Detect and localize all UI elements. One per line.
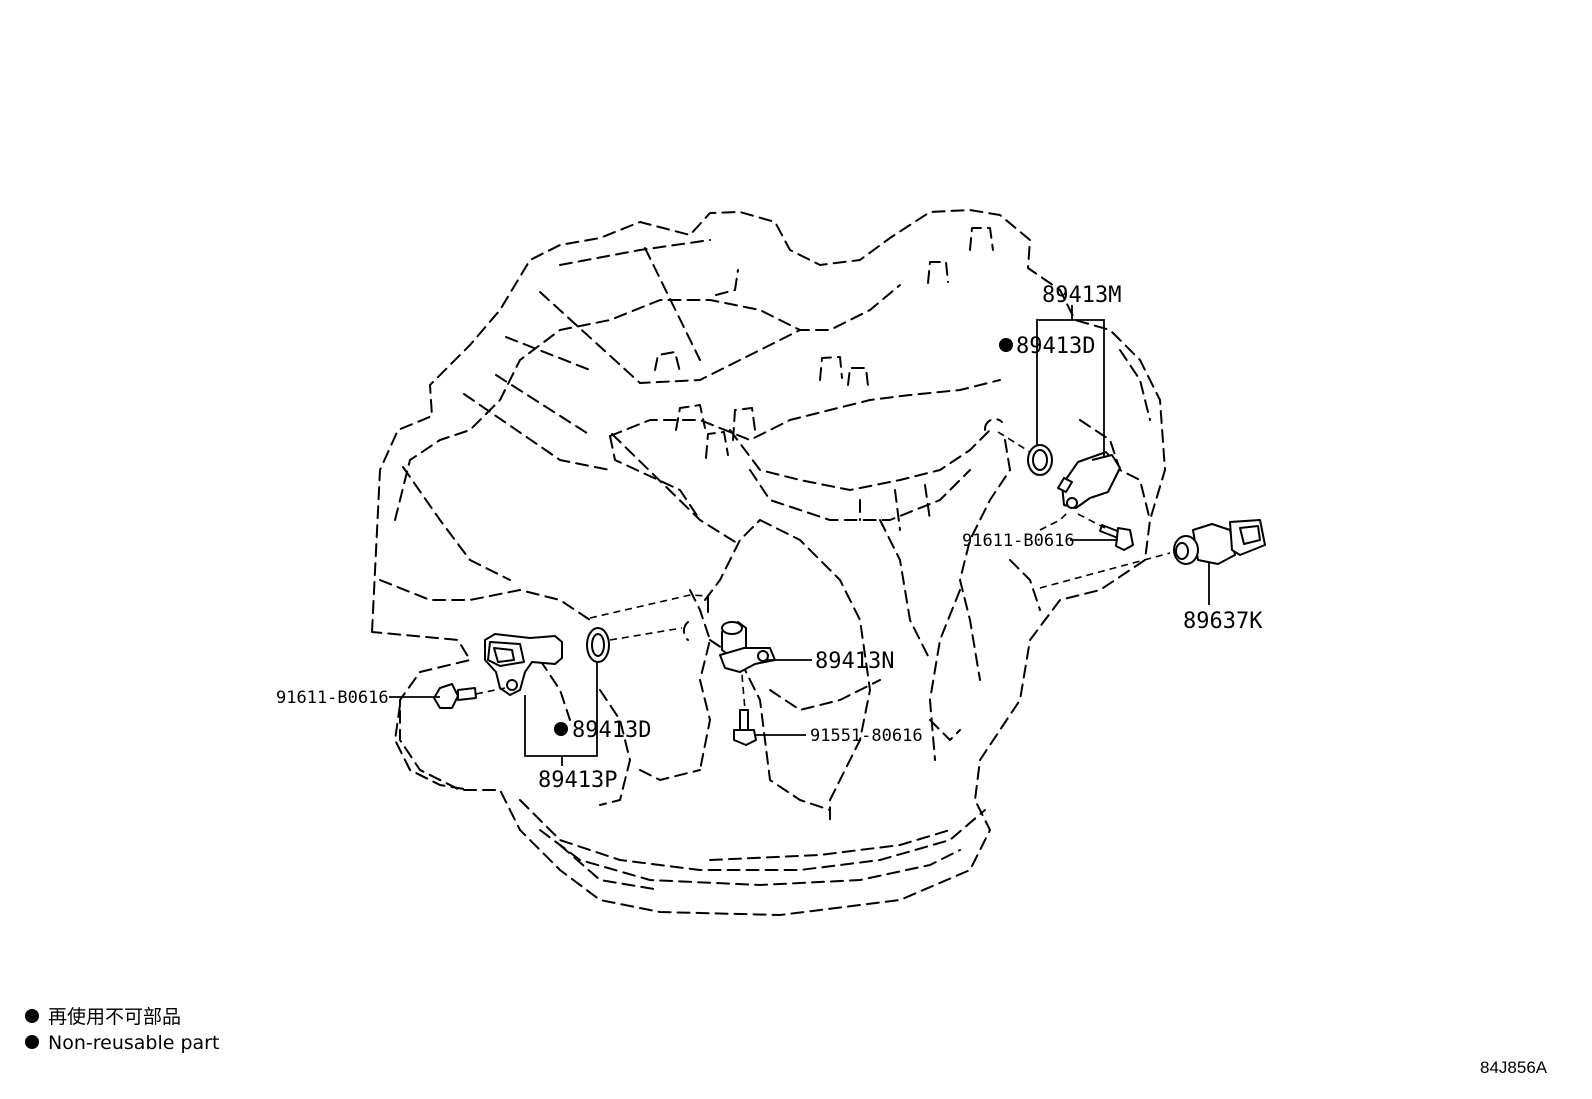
speed-sensor-89413n — [719, 621, 776, 673]
label-89413d-bottom: 89413D — [572, 718, 651, 743]
label-89413n: 89413N — [815, 649, 894, 674]
leader-lines — [389, 305, 1210, 766]
pressure-switch-89637k — [1173, 519, 1266, 565]
diagram-code: 84J856A — [1480, 1058, 1548, 1077]
non-reusable-dot-icon — [554, 722, 568, 736]
label-89413p: 89413P — [538, 768, 617, 793]
legend-dot-icon — [25, 1035, 39, 1049]
bolt-91551 — [733, 709, 757, 746]
part-labels: 89413M 89413D 91611-B0616 89637K 89413N … — [276, 283, 1263, 793]
label-89637k: 89637K — [1183, 609, 1263, 634]
speed-sensor-89413m — [1057, 451, 1121, 509]
legend: 再使用不可部品 Non-reusable part — [25, 1006, 219, 1054]
label-91611-right: 91611-B0616 — [962, 531, 1075, 551]
bolt-91611-right — [1099, 524, 1134, 551]
o-ring-89413d-top — [1027, 444, 1053, 476]
bolt-91611-left — [433, 683, 477, 709]
speed-sensor-89413p — [484, 633, 563, 696]
legend-line-english: Non-reusable part — [48, 1032, 219, 1054]
label-89413d-top: 89413D — [1016, 334, 1095, 359]
legend-line-japanese: 再使用不可部品 — [48, 1006, 181, 1028]
o-ring-89413d-bottom — [586, 627, 610, 663]
legend-dot-icon — [25, 1009, 39, 1023]
label-91551: 91551-80616 — [810, 726, 923, 746]
non-reusable-dot-icon — [999, 338, 1013, 352]
label-89413m: 89413M — [1042, 283, 1121, 308]
label-91611-left: 91611-B0616 — [276, 688, 389, 708]
transmission-housing-outline — [371, 209, 1166, 916]
